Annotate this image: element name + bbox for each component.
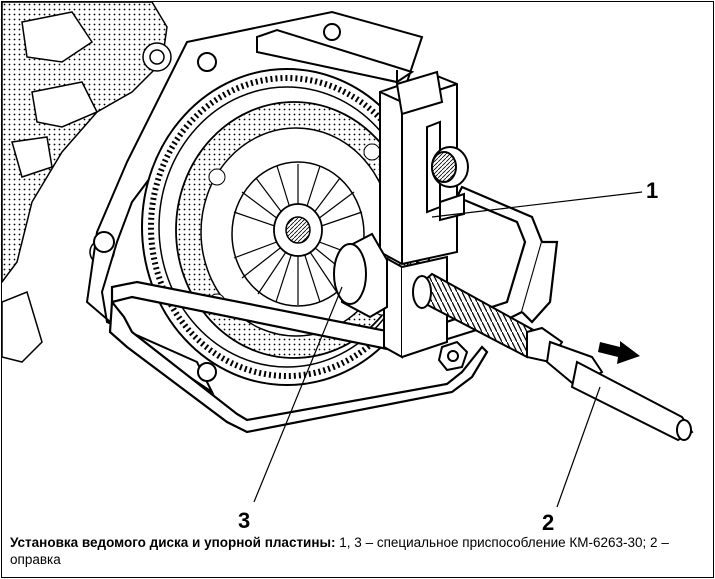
frame-nut [437, 340, 469, 372]
caption-text: 1, 3 – специальное приспособление КМ-626… [10, 535, 669, 567]
post-knob [431, 146, 469, 222]
tool-crossbar [256, 28, 415, 84]
centering-cone [333, 232, 388, 319]
callout-1: 1 [646, 178, 658, 203]
threaded-spindle [412, 272, 694, 442]
leader-lines [253, 191, 643, 508]
technical-illustration: 1 2 3 [2, 2, 694, 532]
figure-caption: Установка ведомого диска и упорной пласт… [10, 534, 710, 568]
callout-3: 3 [238, 508, 250, 532]
engine-block [2, 2, 172, 363]
callout-2: 2 [542, 510, 554, 532]
direction-arrow [598, 341, 640, 364]
caption-title: Установка ведомого диска и упорной пласт… [10, 535, 336, 550]
